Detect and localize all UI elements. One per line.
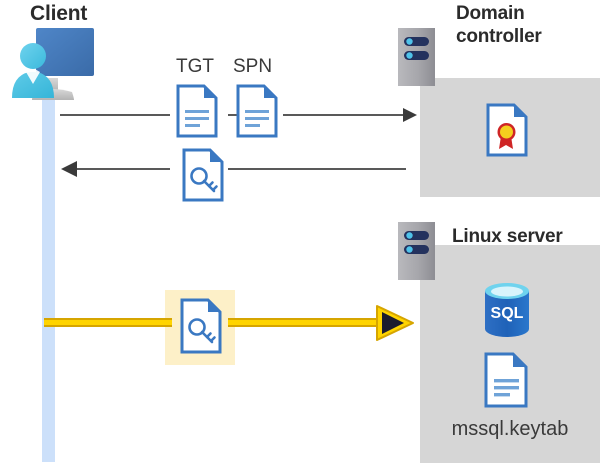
sql-icon-label: SQL xyxy=(491,305,524,322)
client-lifeline xyxy=(42,82,55,462)
keytab-document-icon xyxy=(484,352,528,408)
tgt-label: TGT xyxy=(176,56,214,77)
request-line-segment-3 xyxy=(283,114,403,116)
user-with-monitor-icon xyxy=(12,28,94,100)
service-ticket-arrow-segment-1 xyxy=(44,318,172,327)
spn-label: SPN xyxy=(233,56,273,77)
service-ticket-arrowhead-right xyxy=(376,305,414,341)
request-line-segment-1 xyxy=(60,114,170,116)
linux-server-title: Linux server xyxy=(452,226,563,247)
request-arrowhead-right xyxy=(403,108,417,122)
dc-title-line-2: controller xyxy=(456,26,542,47)
response-line-segment-2 xyxy=(228,168,406,170)
domain-controller-title: Domain controller xyxy=(456,2,596,48)
response-arrowhead-left xyxy=(61,161,77,177)
document-icon-tgt xyxy=(176,84,218,138)
server-rack-icon-linux-server xyxy=(398,222,435,280)
sql-database-icon: SQL xyxy=(485,283,529,337)
key-document-icon-response xyxy=(182,148,224,202)
client-title: Client xyxy=(30,2,88,25)
certificate-document-icon xyxy=(486,103,528,157)
response-line-segment-1 xyxy=(76,168,170,170)
server-rack-icon-domain-controller xyxy=(398,28,435,86)
document-icon-spn xyxy=(236,84,278,138)
dc-title-line-1: Domain xyxy=(456,3,525,24)
key-document-icon-service-ticket xyxy=(180,298,222,354)
service-ticket-arrow-segment-2 xyxy=(228,318,380,327)
keytab-filename-label: mssql.keytab xyxy=(451,418,569,440)
